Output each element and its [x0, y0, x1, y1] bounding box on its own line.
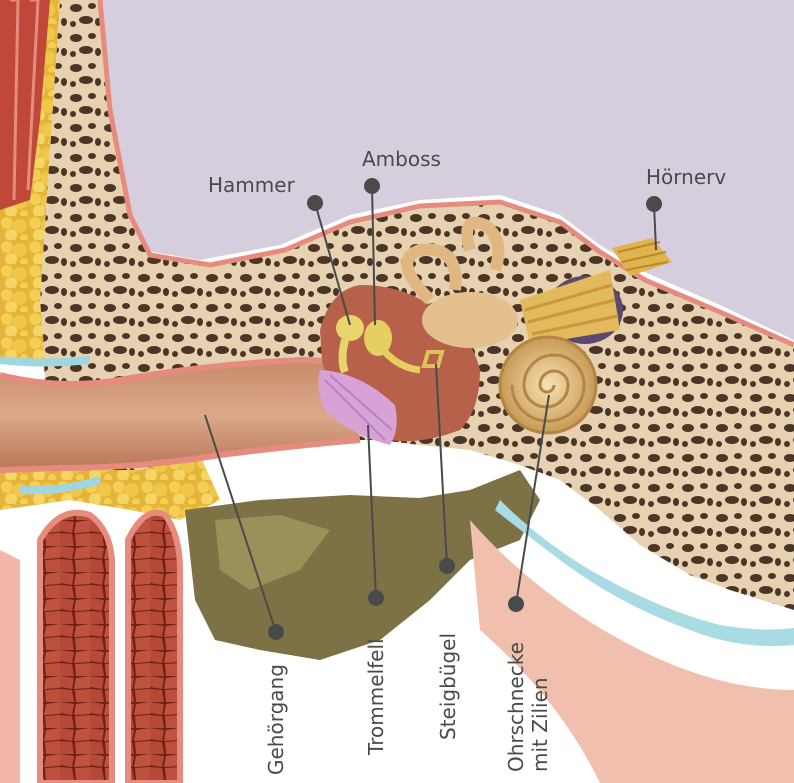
- label-ohrschnecke-line1: Ohrschnecke: [504, 642, 528, 772]
- leader-dot-hammer: [307, 195, 323, 211]
- leader-dot-amboss: [364, 178, 380, 194]
- label-gehoergang: Gehörgang: [264, 664, 288, 775]
- leader-dot-ohrschnecke: [508, 596, 524, 612]
- label-trommelfell: Trommelfell: [364, 638, 388, 756]
- leader-dot-steigbuegel: [439, 558, 455, 574]
- muscle-lower: [0, 513, 180, 783]
- leader-dot-hoernerv: [646, 196, 662, 212]
- cochlea: [500, 337, 596, 433]
- label-amboss: Amboss: [362, 147, 441, 171]
- leader-dot-gehoergang: [268, 624, 284, 640]
- label-steigbuegel: Steigbügel: [436, 633, 460, 740]
- leader-dot-trommelfell: [368, 590, 384, 606]
- label-hammer: Hammer: [208, 173, 296, 197]
- label-ohrschnecke-line2: mit Zilien: [528, 677, 552, 772]
- label-hoernerv: Hörnerv: [646, 165, 726, 189]
